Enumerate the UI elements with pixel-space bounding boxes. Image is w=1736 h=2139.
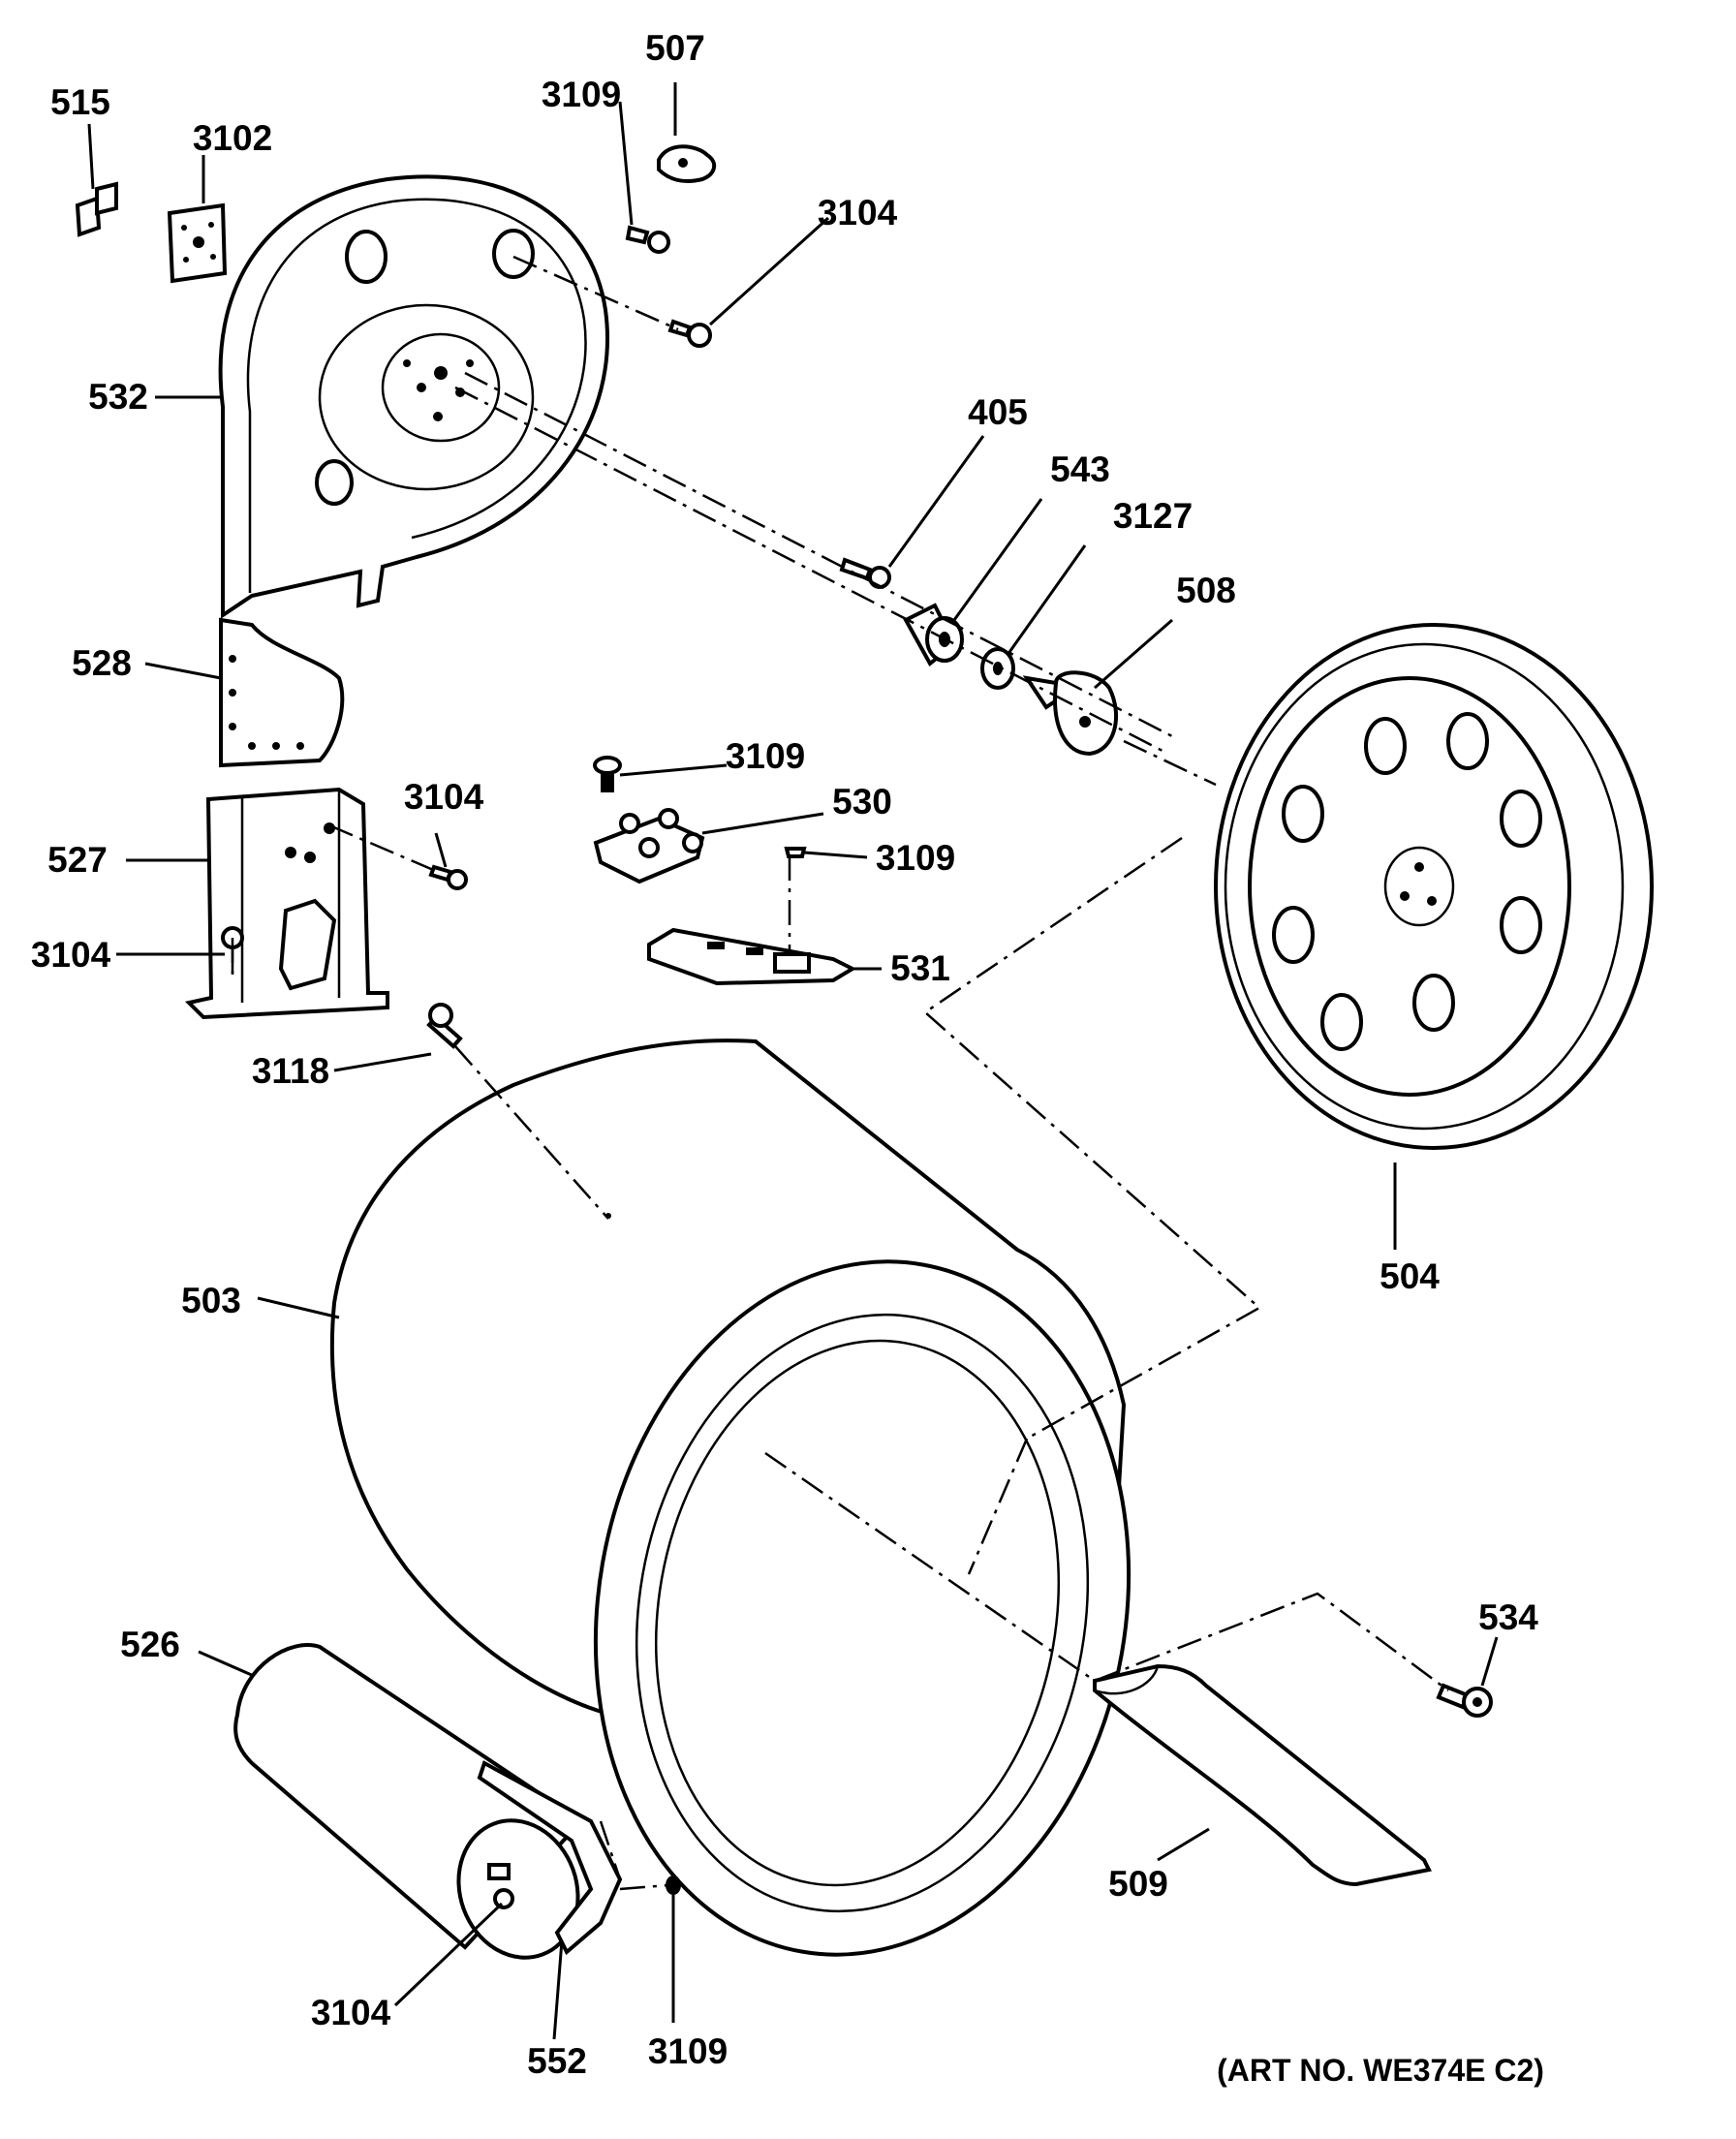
- bracket-528: [219, 617, 345, 768]
- label-3104-top: 3104: [818, 193, 898, 232]
- screw-3104-bottom: [493, 1888, 514, 1909]
- screw-3109-top: [625, 225, 670, 254]
- bolt-405: [839, 557, 891, 589]
- blower-housing-532: [218, 174, 609, 619]
- label-526: 526: [120, 1625, 180, 1664]
- label-530: 530: [832, 782, 892, 822]
- label-3109-top: 3109: [542, 75, 621, 114]
- bracket-531: [647, 927, 857, 986]
- label-3104-bottom: 3104: [311, 1993, 391, 2032]
- washer-3127: [980, 647, 1015, 690]
- motor-526: [233, 1643, 623, 1960]
- leader-lines: [87, 82, 1499, 2040]
- label-532: 532: [88, 377, 148, 417]
- label-3109-bottom: 3109: [648, 2031, 728, 2071]
- drum-rear-504: [1214, 623, 1654, 1150]
- screw-3104-mid: [428, 864, 468, 890]
- label-509: 509: [1108, 1864, 1168, 1904]
- label-3109-mid: 3109: [726, 736, 805, 776]
- label-543: 543: [1050, 450, 1110, 489]
- art-number: (ART NO. WE374E C2): [1217, 2053, 1544, 2088]
- screw-3104-top: [667, 319, 712, 348]
- screw-3109-right: [784, 847, 807, 858]
- clip-507: [657, 144, 717, 183]
- shaft-508: [1022, 670, 1119, 757]
- label-3118: 3118: [252, 1051, 329, 1091]
- assembly-lines: [231, 255, 1449, 1891]
- label-528: 528: [72, 643, 132, 683]
- part-515: [75, 181, 118, 237]
- label-3104-left: 3104: [31, 935, 111, 975]
- screw-3109-bottom: [666, 1876, 681, 1895]
- housing-527: [184, 787, 389, 1020]
- label-504: 504: [1380, 1256, 1440, 1296]
- label-3102: 3102: [193, 118, 272, 158]
- label-515: 515: [50, 82, 110, 122]
- drum-503: [329, 1038, 1132, 1957]
- label-3109-right: 3109: [876, 838, 955, 878]
- label-527: 527: [47, 840, 108, 880]
- label-507: 507: [645, 28, 705, 68]
- label-3104-mid: 3104: [404, 777, 484, 817]
- label-508: 508: [1176, 571, 1236, 610]
- part-3102: [167, 202, 228, 284]
- callout-labels: 507 3109 515 3102 3104 532 405 543 3127 …: [31, 28, 1544, 2088]
- label-552: 552: [527, 2041, 587, 2081]
- screw-534: [1436, 1683, 1493, 1718]
- label-531: 531: [890, 948, 950, 988]
- label-405: 405: [968, 392, 1028, 432]
- duct-509: [1093, 1663, 1432, 1887]
- label-534: 534: [1478, 1597, 1538, 1637]
- label-503: 503: [181, 1281, 241, 1320]
- bolt-3109-mid: [593, 756, 622, 792]
- label-3127: 3127: [1113, 496, 1193, 536]
- screw-3118: [426, 1003, 463, 1049]
- switch-530: [593, 808, 705, 884]
